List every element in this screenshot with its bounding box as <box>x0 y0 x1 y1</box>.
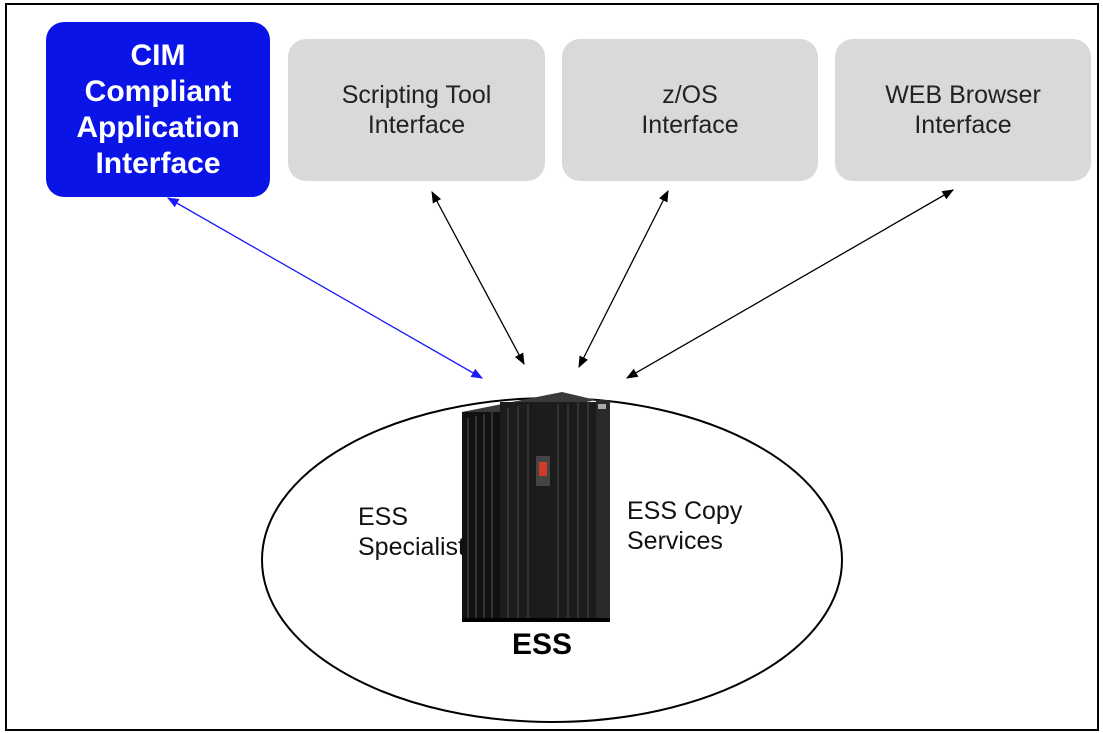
ess-copy-services-label: ESS Copy Services <box>627 496 742 556</box>
ess-specialist-label: ESS Specialist <box>358 502 465 562</box>
ess-server-icon <box>462 392 610 622</box>
zos-label-line: Interface <box>641 111 739 139</box>
ess-title: ESS <box>512 628 573 661</box>
cim-label-line: CIM <box>130 38 186 72</box>
cim-label-line: Interface <box>95 146 221 180</box>
ess-copy-services-line: Services <box>627 527 723 555</box>
web-label-line: WEB Browser <box>885 81 1041 109</box>
scripting-label-line: Scripting Tool <box>341 81 492 109</box>
ess-specialist-line: ESS <box>358 503 409 531</box>
web-link-arrow <box>625 189 955 379</box>
scripting-link-arrow <box>431 190 525 366</box>
scripting-tool-interface-box: Scripting Tool Interface <box>288 39 545 181</box>
ess-specialist-line: Specialist <box>358 533 465 561</box>
cim-link-arrow <box>166 197 484 379</box>
web-browser-interface-box: WEB Browser Interface <box>835 39 1091 181</box>
zos-label-line: z/OS <box>662 81 718 109</box>
cim-label-line: Compliant <box>84 74 232 108</box>
cim-interface-box: CIM Compliant Application Interface <box>46 22 270 197</box>
ess-copy-services-line: ESS Copy <box>627 497 743 525</box>
web-label-line: Interface <box>914 111 1012 139</box>
scripting-label-line: Interface <box>367 111 466 139</box>
zos-link-arrow <box>578 189 669 369</box>
cim-label-line: Application <box>76 110 240 144</box>
zos-interface-box: z/OS Interface <box>562 39 818 181</box>
